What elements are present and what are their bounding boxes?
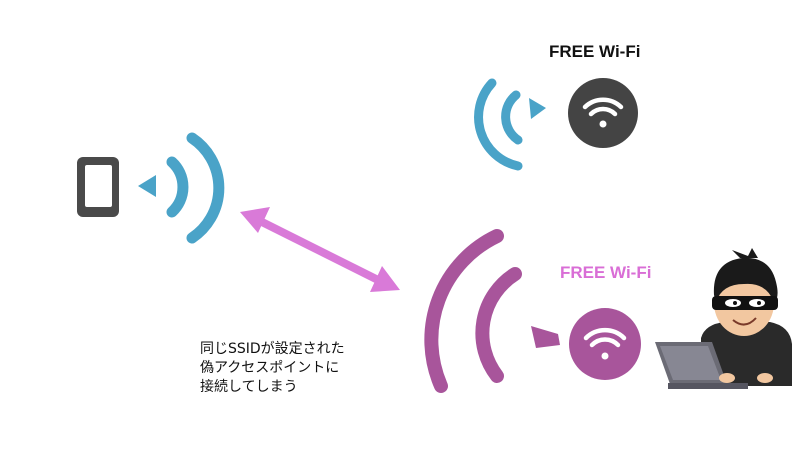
legit-ap-signal-waves xyxy=(474,78,546,171)
phone-signal-waves xyxy=(138,132,225,244)
fake-ap-label: FREE Wi-Fi xyxy=(560,263,652,282)
caption-line: 同じSSIDが設定された xyxy=(200,341,345,357)
legit-wifi-icon xyxy=(568,78,638,148)
smartphone-icon xyxy=(77,157,119,217)
caption-line: 偽アクセスポイントに xyxy=(200,360,340,376)
double-arrow-icon xyxy=(240,207,400,292)
legit-ap-label: FREE Wi-Fi xyxy=(549,42,641,61)
fake-wifi-icon xyxy=(569,308,641,380)
fake-ap-signal-waves xyxy=(424,229,560,393)
caption-line: 接続してしまう xyxy=(200,379,298,395)
hacker-with-laptop-icon xyxy=(655,248,792,389)
caption: 同じSSIDが設定された 偽アクセスポイントに 接続してしまう xyxy=(200,340,345,397)
